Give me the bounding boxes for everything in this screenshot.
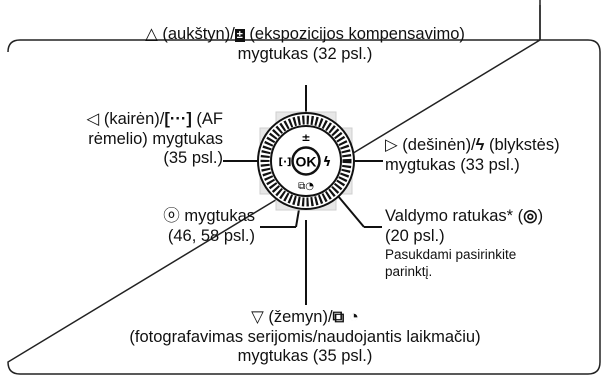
up-button-page: mygtukas (32 psl.) (237, 44, 373, 63)
right-button-label: ▷ (dešinėn)/ϟ (blykstės) mygtukas (33 ps… (385, 136, 600, 175)
ok-pages-unit: psl.) (223, 226, 255, 245)
dial-text: Valdymo ratukas* ( (385, 207, 524, 225)
dial-top-icon: ± (301, 131, 310, 144)
up-button-text: △ (aukštyn)/ (145, 25, 235, 43)
up-button-desc: (ekspozicijos kompensavimo) (244, 25, 465, 43)
dial-bottom-icon: ⧉◔ (298, 181, 314, 192)
control-dial-label: Valdymo ratukas* (◎) (20 psl.) Pasukdami… (385, 207, 600, 280)
right-button-line1: ▷ (dešinėn)/ϟ (blykstės) (385, 136, 600, 156)
dial-right-icon: ϟ (323, 155, 332, 170)
down-button-text: ▽ (žemyn)/ (251, 308, 333, 326)
down-button-desc: (fotografavimas serijomis/naudojantis la… (129, 327, 481, 346)
left-button-desc: (AF (191, 110, 223, 128)
down-button-line1: ▽ (žemyn)/⧉ ◔ (40, 308, 570, 328)
dial-page: (20 psl.) (385, 226, 445, 245)
down-button-label: ▽ (žemyn)/⧉ ◔ (fotografavimas serijomis/… (40, 308, 570, 367)
sequential-self-timer-icon: ⧉ ◔ (332, 308, 359, 326)
right-button-text: ▷ (dešinėn)/ (385, 136, 476, 154)
ok-pages: (46, 58 (167, 226, 224, 245)
frame-border (7, 5, 601, 375)
up-button-line1: △ (aukštyn)/± (ekspozicijos kompensavimo… (80, 25, 530, 45)
dial-text-end: ) (537, 207, 544, 225)
ok-text: mygtukas (179, 207, 255, 225)
dial-teeth (260, 115, 352, 207)
control-dial: OK ± [·] ϟ ⧉◔ (257, 111, 355, 211)
ok-button-label: OK (296, 154, 317, 170)
left-button-line1: ◁ (kairėn)/[···] (AF (40, 110, 223, 130)
control-dial-icon: ◎ (523, 207, 538, 225)
dial-note-2: parinktį. (385, 264, 433, 279)
right-button-desc: (blykstės) (484, 136, 560, 154)
down-button-page: mygtukas (35 psl.) (237, 347, 373, 365)
ok-line1: ⓞ mygtukas (70, 207, 255, 227)
exposure-compensation-icon: ± (234, 29, 245, 42)
leader-dial (337, 195, 365, 228)
af-frame-icon: [···] (164, 110, 192, 128)
left-button-text: ◁ (kairėn)/ (86, 110, 165, 128)
ok-button[interactable] (291, 146, 321, 176)
up-button-label: △ (aukštyn)/± (ekspozicijos kompensavimo… (80, 25, 530, 64)
ok-button-description: ⓞ mygtukas (46, 58 psl.) (70, 207, 255, 246)
ok-icon: ⓞ (163, 207, 180, 225)
left-button-line2: rėmelio) mygtukas (88, 129, 223, 148)
flash-icon: ϟ (475, 136, 485, 154)
left-button-page: (35 psl.) (163, 149, 223, 167)
dial-note-1: Pasukdami pasirinkite (385, 247, 517, 262)
dial-left-icon: [·] (279, 157, 292, 168)
right-button-page: mygtukas (33 psl.) (385, 155, 520, 174)
dial-line1: Valdymo ratukas* (◎) (385, 207, 600, 227)
left-button-label: ◁ (kairėn)/[···] (AF rėmelio) mygtukas (… (40, 110, 223, 169)
ok-line2: (46, 58 psl.) (70, 227, 255, 247)
